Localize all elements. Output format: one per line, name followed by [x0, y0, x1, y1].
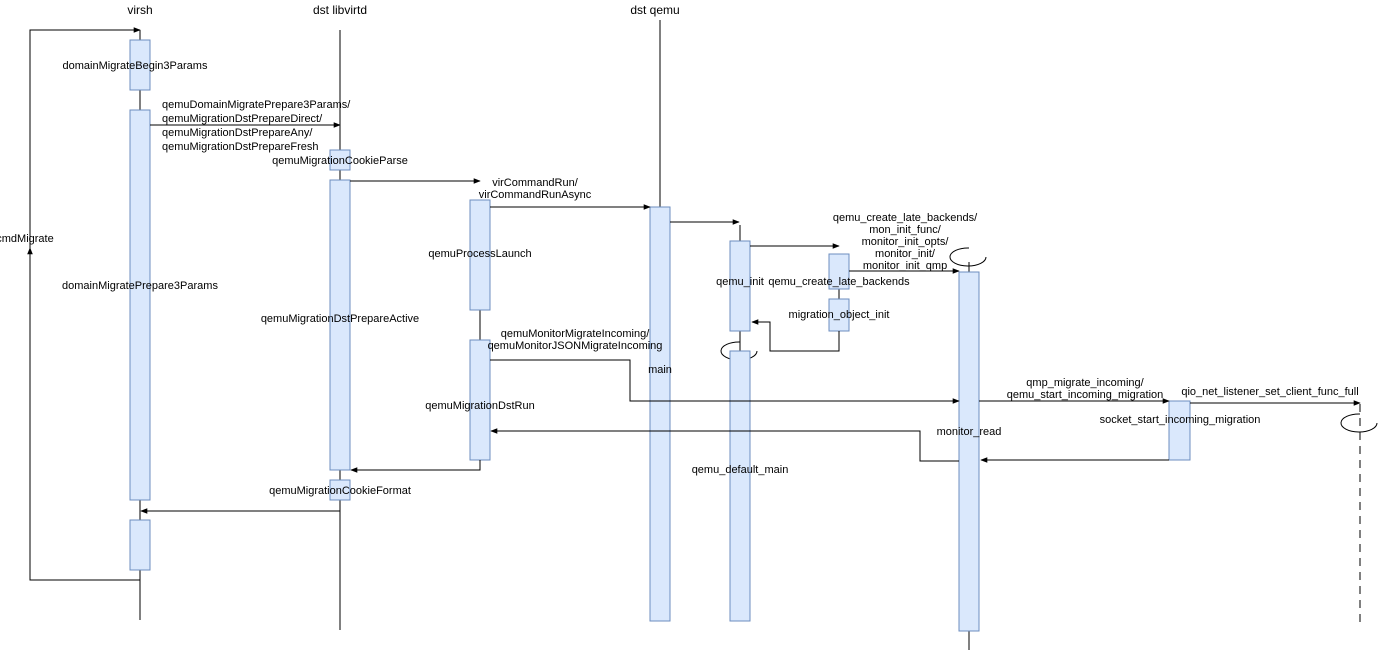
msg-late-backends-4: monitor_init_qmp [863, 260, 947, 272]
msg-command-run-1: virCommandRunAsync [479, 189, 592, 201]
msg-monitor-calls-1: qemuMonitorJSONMigrateIncoming [488, 340, 663, 352]
act-cookie-parse [329, 149, 351, 171]
label-main: main [648, 364, 672, 376]
label-cookie-parse: qemuMigrationCookieParse [272, 155, 408, 167]
msg-late-backends-0: qemu_create_late_backends/ [833, 212, 978, 224]
msg-prepare-calls-0: qemuDomainMigratePrepare3Params/ [162, 99, 351, 111]
label-prepare3: domainMigratePrepare3Params [62, 280, 218, 292]
label-cookie-format: qemuMigrationCookieFormat [269, 485, 411, 497]
loop-qemu-thread-icon [720, 341, 758, 361]
edge-monitor-return [490, 428, 959, 462]
msg-qmp-calls-0: qmp_migrate_incoming/ [1026, 377, 1144, 389]
lane-libvirtd: dst libvirtd [313, 3, 367, 17]
msg-late-backends-2: monitor_init_opts/ [862, 236, 950, 248]
msg-listener: qio_net_listener_set_client_func_full [1181, 386, 1358, 398]
edge-dst-run-return [350, 460, 481, 473]
msg-monitor-calls-0: qemuMonitorMigrateIncoming/ [501, 328, 651, 340]
act-cookie-format [329, 479, 351, 501]
label-prepare-active: qemuMigrationDstPrepareActive [261, 313, 419, 325]
edge-migration-object-return [751, 319, 840, 352]
msg-qmp-calls-1: qemu_start_incoming_migration [1007, 389, 1164, 401]
label-socket-start: socket_start_incoming_migration [1100, 414, 1261, 426]
label-begin3: domainMigrateBegin3Params [63, 60, 208, 72]
label-qemu-default-main: qemu_default_main [692, 464, 789, 476]
loop-listener-icon [1340, 413, 1378, 433]
label-migration-object-init: migration_object_init [789, 309, 890, 321]
edge-monitor-migrate-incoming [490, 359, 960, 404]
label-process-launch: qemuProcessLaunch [428, 248, 531, 260]
act-qemu-init [729, 240, 751, 332]
msg-prepare-calls-3: qemuMigrationDstPrepareFresh [162, 141, 319, 153]
msg-late-backends-1: mon_init_func/ [869, 224, 941, 236]
act-prepare-active [329, 179, 351, 471]
act-virsh-finish [129, 519, 151, 571]
msg-command-run-0: virCommandRun/ [492, 177, 579, 189]
act-monitor-read [958, 271, 980, 632]
lane-qemu: dst qemu [630, 3, 679, 17]
label-qemu-init: qemu_init [716, 276, 764, 288]
lane-virsh: virsh [127, 3, 152, 17]
label-monitor-read: monitor_read [937, 426, 1002, 438]
act-virsh-prepare [129, 109, 151, 501]
label-dst-run: qemuMigrationDstRun [425, 400, 534, 412]
loop-monitor-icon [949, 247, 987, 267]
act-socket-start [1168, 400, 1191, 461]
msg-late-backends-3: monitor_init/ [875, 248, 936, 260]
msg-prepare-calls-1: qemuMigrationDstPrepareDirect/ [162, 113, 323, 125]
act-qemu-default-main [729, 350, 751, 622]
label-late-backends: qemu_create_late_backends [768, 276, 910, 288]
act-qemu-main [649, 206, 671, 622]
edge-cmdmigrate-begin [29, 27, 141, 581]
act-virsh-begin [129, 39, 151, 91]
act-process-launch [469, 199, 491, 311]
msg-prepare-calls-2: qemuMigrationDstPrepareAny/ [162, 127, 313, 139]
label-cmd-migrate: cmdMigrate [0, 233, 54, 245]
